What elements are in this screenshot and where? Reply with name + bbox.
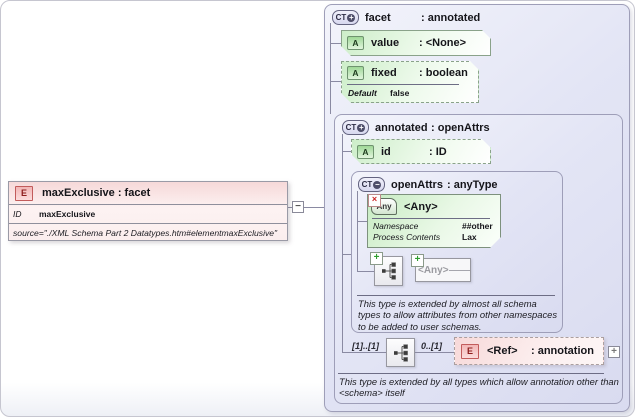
collapsed-any-label: <Any> [418,264,449,276]
connector-line [288,207,324,208]
element-source-row: source="./XML Schema Part 2 Datatypes.ht… [13,227,278,238]
divider [9,223,287,224]
element-box-maxexclusive[interactable]: E maxExclusive : facet ID maxExclusive s… [8,181,288,241]
openattrs-header: CT − openAttrs : anyType [358,177,498,192]
wildcard-box-any[interactable]: Any × <Any> Namespace ##other Process Co… [367,194,501,248]
occurrence-label-left: [1]..[1] [352,341,379,351]
attribute-type: : ID [429,145,447,158]
sequence-compositor-icon [393,343,408,362]
process-contents-label: Process Contents [373,232,441,242]
collapse-toggle-icon[interactable]: − [292,201,304,213]
divider [347,84,459,85]
facet-header: CT + facet : annotated [332,10,480,25]
attribute-box-id[interactable]: A id : ID [351,139,491,164]
any-icon-label: Any [376,202,392,211]
namespace-label: Namespace [373,221,419,231]
complextype-icon: CT + [342,120,369,135]
ct-icon-label: CT [335,12,347,22]
attribute-name: value [371,37,400,49]
element-icon: E [15,185,33,201]
annotated-base-type: : openAttrs [431,121,490,134]
tree-line [357,221,367,222]
expand-plus-badge-icon[interactable]: + [411,254,424,267]
compositor-box[interactable] [386,338,415,367]
ref-name: <Ref> [487,345,518,357]
facet-base-type: : annotated [421,11,481,24]
tree-line [357,271,374,272]
tree-line [342,134,343,352]
attribute-box-fixed[interactable]: A fixed : boolean Default false [341,61,479,103]
tree-line [415,352,454,353]
attribute-name: fixed [371,67,397,79]
attribute-type: : <None> [419,37,467,49]
divider [9,204,287,205]
facet-name: facet [365,11,391,24]
annotated-header: CT + annotated : openAttrs [342,120,490,135]
ref-type: : annotation [531,345,594,357]
annotation-divider [338,373,604,374]
ct-plus-badge-icon: + [357,122,366,132]
default-value: false [390,88,410,98]
collapsed-choice-box[interactable]: + [370,252,403,286]
expand-toggle-icon[interactable]: + [608,346,620,358]
element-row-value: maxExclusive [39,209,96,219]
attribute-icon: A [347,36,364,50]
attribute-icon: A [347,66,364,80]
any-title: <Any> [404,200,438,213]
any-wildcard-icon: Any × [371,198,397,215]
annotation-divider [357,295,555,296]
ct-plus-badge-icon: + [347,12,356,22]
tree-line [330,43,341,44]
tree-line [342,151,351,152]
tree-line [342,352,386,353]
choice-compositor-icon [381,262,396,280]
expand-plus-badge-icon[interactable]: + [370,252,383,265]
collapsed-any-box[interactable]: + <Any> [411,254,471,282]
namespace-value: ##other [462,221,493,231]
ghost-line [448,269,470,271]
attribute-type: : boolean [419,67,468,79]
element-box-ref-annotation[interactable]: E <Ref> : annotation [454,337,604,365]
tree-line [330,81,341,82]
ct-icon-label: CT [361,179,373,189]
annotated-annotation-text: This type is extended by all types which… [339,376,619,399]
occurrence-label-right: 0..[1] [421,341,443,351]
ct-minus-badge-icon: − [373,179,382,189]
prohibited-x-badge-icon: × [368,194,381,207]
default-label: Default [348,88,377,98]
tree-line [342,254,351,255]
openattrs-base-type: : anyType [447,178,498,191]
element-row-label: ID [13,209,22,219]
element-title: maxExclusive : facet [42,187,151,199]
divider [372,218,490,219]
attribute-box-value[interactable]: A value : <None> [341,30,491,56]
ct-icon-label: CT [345,122,357,132]
openattrs-name: openAttrs [391,178,443,191]
openattrs-annotation-text: This type is extended by almost all sche… [358,298,558,332]
tree-line [357,191,358,271]
attribute-name: id [381,145,391,158]
complextype-icon: CT − [358,177,385,192]
process-contents-value: Lax [462,232,477,242]
annotated-name: annotated [375,121,428,134]
complextype-icon: CT + [332,10,359,25]
element-icon: E [461,343,479,359]
attribute-icon: A [357,145,374,159]
tree-line [330,23,331,114]
